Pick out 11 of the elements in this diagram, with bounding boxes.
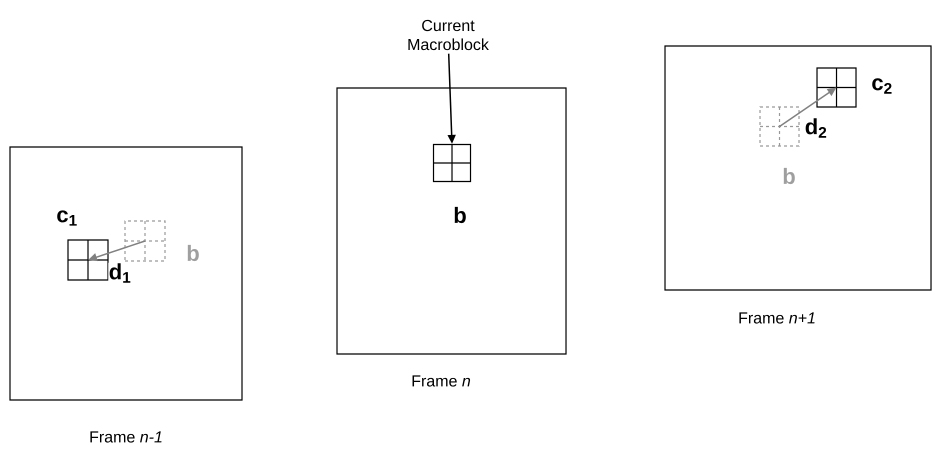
frame-label: Frame n	[412, 375, 470, 387]
frame-label: Frame n+1	[739, 312, 815, 324]
block-label: b	[784, 168, 795, 184]
block-label: c$_{2}$	[872, 78, 892, 94]
edge-label: d$_{1}$	[108, 262, 132, 284]
edge-label: d$_{2}$	[804, 118, 828, 138]
frame-label: Frame n-1	[90, 431, 162, 443]
block-label: b	[188, 244, 199, 262]
callout-text: Current Macroblock	[408, 20, 489, 50]
block-label: b	[454, 206, 466, 224]
block-label: c$_{1}$	[57, 210, 77, 226]
